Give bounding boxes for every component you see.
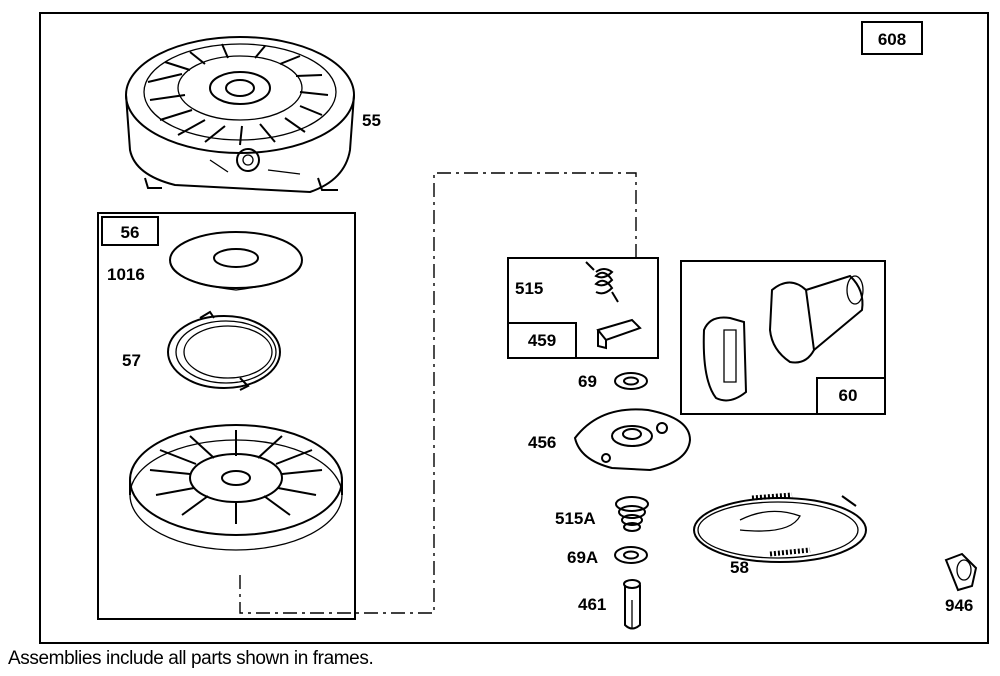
- label-box-starter-pulley: [101, 216, 159, 246]
- footnote: Assemblies include all parts shown in fr…: [8, 648, 374, 669]
- frame-starter-pulley-assembly: [97, 212, 356, 620]
- assembly-number: 608: [878, 30, 906, 49]
- label-rewind-housing: 55: [362, 111, 381, 130]
- frame-handle-assembly: [680, 260, 886, 415]
- handle-drawing: [702, 274, 864, 402]
- frame-pawl-assembly: [507, 257, 659, 359]
- spring-515a-drawing: [615, 496, 649, 532]
- label-rope: 58: [730, 558, 749, 577]
- label-starter-pulley: 56: [121, 223, 140, 242]
- label-box-pawl-assembly: [507, 322, 577, 359]
- rewind-housing-drawing: [125, 36, 355, 194]
- label-washer: 69: [578, 372, 597, 391]
- washer-69a-drawing: [614, 546, 648, 564]
- label-clip: 946: [945, 596, 973, 615]
- starter-pulley-drawing: [129, 424, 343, 551]
- pulley-cover-drawing: [169, 231, 303, 291]
- label-box-handle: [816, 377, 886, 415]
- assembly-number-box: [861, 21, 923, 55]
- label-washer-69a: 69A: [567, 548, 598, 567]
- pawl-drawing: [596, 318, 642, 350]
- retainer-plate-drawing: [573, 408, 692, 472]
- label-spring-515a: 515A: [555, 509, 596, 528]
- clip-drawing: [944, 552, 978, 592]
- label-retainer-plate: 456: [528, 433, 556, 452]
- spring-pawl-drawing: [585, 261, 619, 303]
- outer-frame: [39, 12, 989, 644]
- label-pulley-cover: 1016: [107, 265, 145, 284]
- assembly-connector-line: [239, 172, 637, 614]
- washer-drawing: [614, 372, 648, 390]
- label-spring-pawl: 515: [515, 279, 543, 298]
- label-pawl-assembly: 459: [528, 331, 556, 350]
- label-pin: 461: [578, 595, 606, 614]
- rope-drawing: [693, 492, 867, 563]
- rewind-spring-drawing: [167, 310, 281, 391]
- label-handle: 60: [839, 386, 858, 405]
- label-rewind-spring: 57: [122, 351, 141, 370]
- pin-drawing: [623, 579, 641, 630]
